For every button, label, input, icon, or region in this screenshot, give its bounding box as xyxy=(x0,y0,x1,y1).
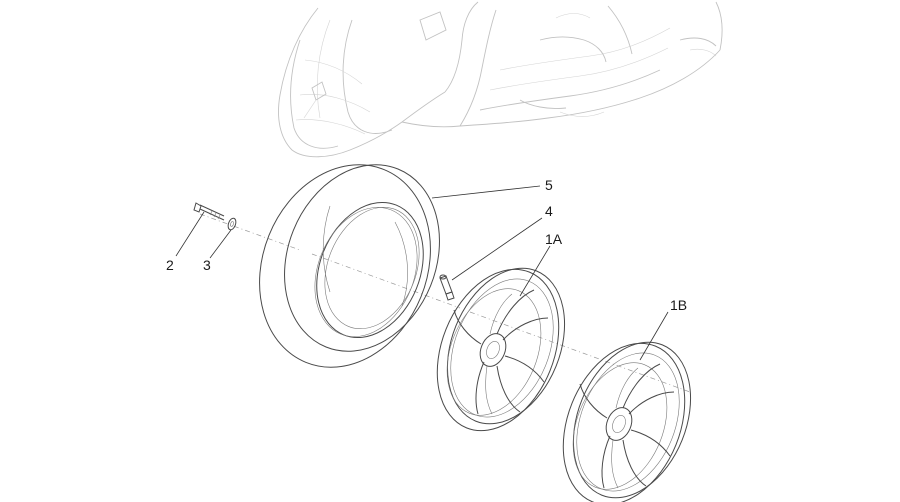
label-washer: 3 xyxy=(203,257,211,273)
rim-1b-part xyxy=(562,341,692,502)
leader-tyre xyxy=(431,185,541,199)
scooter-body-ghost xyxy=(278,1,723,158)
label-rim-1a: 1A xyxy=(545,231,563,247)
leader-screw xyxy=(175,211,205,257)
tyre-part xyxy=(259,164,440,368)
leader-valve xyxy=(451,217,543,281)
leader-rim-1b xyxy=(639,311,669,361)
rim-1a-part xyxy=(436,267,566,432)
label-tyre: 5 xyxy=(545,177,553,193)
leader-washer xyxy=(209,229,232,259)
screw-part xyxy=(193,202,225,221)
valve-part xyxy=(439,274,455,301)
label-screw: 2 xyxy=(166,257,174,273)
label-valve: 4 xyxy=(545,203,553,219)
leader-lines xyxy=(175,185,669,361)
washer-part xyxy=(227,217,237,231)
wheel-axis-line xyxy=(199,213,691,393)
leader-rim-1a xyxy=(519,245,551,297)
label-rim-1b: 1B xyxy=(670,297,687,313)
